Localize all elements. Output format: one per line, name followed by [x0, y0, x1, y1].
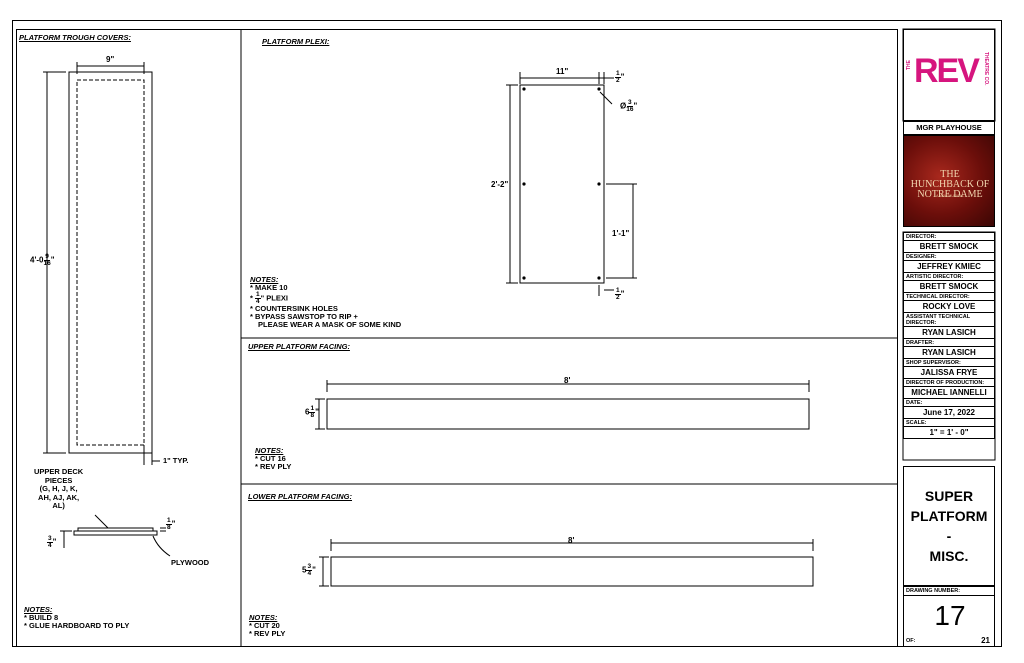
lower-facing-board: [330, 556, 814, 587]
typ-label: 1" TYP.: [163, 456, 189, 465]
trough-inner: [76, 79, 145, 446]
plywood-leader: [152, 535, 171, 557]
plexi-panel: [519, 84, 605, 284]
section-title-lower-facing: LOWER PLATFORM FACING:: [248, 492, 353, 501]
credit-row: DIRECTOR OF PRODUCTION:MICHAEL IANNELLI: [904, 379, 994, 399]
credit-row: SHOP SUPERVISOR:JALISSA FRYE: [904, 359, 994, 379]
plexi-height-label: 2'-2": [491, 180, 509, 189]
upper-facing-board: [326, 398, 810, 430]
rev-theatre-logo: THE REV THEATRE CO.: [903, 29, 995, 121]
plexi-spacing-label: 1'-1": [612, 229, 630, 238]
trough-notes: NOTES: * BUILD 8 * GLUE HARDBOARD TO PLY: [24, 605, 130, 630]
upper-notes: NOTES: * CUT 16 * REV PLY: [255, 446, 292, 471]
credit-row: DATE:June 17, 2022: [904, 399, 994, 419]
drawing-total: 21: [981, 636, 990, 645]
upper-length-label: 8': [564, 376, 571, 385]
credit-row: DRAFTER:RYAN LASICH: [904, 339, 994, 359]
lower-length-label: 8': [568, 536, 575, 545]
plywood-label: PLYWOOD: [171, 558, 210, 567]
sheet-title: SUPER PLATFORM - MISC.: [903, 466, 995, 586]
credit-row: DIRECTOR:BRETT SMOCK: [904, 233, 994, 253]
show-poster-image: THE HUNCHBACK OF NOTRE DAME A NEW MUSICA…: [903, 135, 995, 227]
credit-row: ASSISTANT TECHNICAL DIRECTOR:RYAN LASICH: [904, 313, 994, 339]
credit-row: DESIGNER:JEFFREY KMIEC: [904, 253, 994, 273]
deck-section: [73, 530, 158, 536]
trough-width-label: 9": [106, 55, 115, 64]
drawing-number-block: DRAWING NUMBER: 17 OF: 21: [903, 586, 995, 647]
credits-block: DIRECTOR:BRETT SMOCK DESIGNER:JEFFREY KM…: [903, 232, 995, 439]
credit-row: TECHNICAL DIRECTOR:ROCKY LOVE: [904, 293, 994, 313]
deck-leader: [94, 514, 109, 529]
venue-name: MGR PLAYHOUSE: [903, 121, 995, 135]
section-title-plexi: PLATFORM PLEXI:: [262, 37, 330, 46]
section-title-trough-covers: PLATFORM TROUGH COVERS:: [19, 33, 131, 42]
credit-row: SCALE:1" = 1' - 0": [904, 419, 994, 438]
plexi-width-label: 11": [556, 67, 569, 76]
lower-notes: NOTES: * CUT 20 * REV PLY: [249, 613, 286, 638]
plexi-holes: [522, 87, 601, 280]
trough-outer: [68, 71, 153, 454]
upper-deck-callout: UPPER DECK PIECES (G, H, J, K, AH, AJ, A…: [34, 467, 84, 510]
credit-row: ARTISTIC DIRECTOR:BRETT SMOCK: [904, 273, 994, 293]
drawing-number: 17: [934, 600, 966, 631]
section-title-upper-facing: UPPER PLATFORM FACING:: [248, 342, 350, 351]
